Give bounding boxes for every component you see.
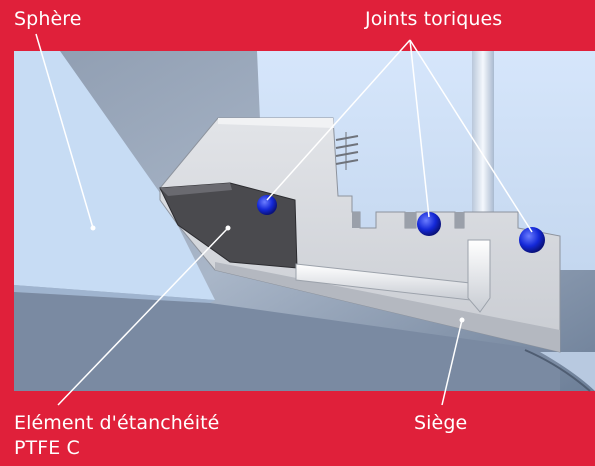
label-joints-toriques: Joints toriques (365, 8, 503, 30)
label-element-etancheite: Elément d'étanchéité (14, 412, 220, 434)
sphere-body (14, 51, 215, 300)
leader-joint-2 (409, 39, 430, 218)
label-siege: Siège (414, 412, 468, 434)
leader-dots (90, 225, 465, 323)
leader-joint-3 (409, 39, 533, 233)
leader-lines (35, 33, 533, 406)
label-sphere: Sphère (14, 8, 82, 30)
channel-vertical (467, 239, 491, 313)
sphere-shadow (14, 285, 215, 303)
leader-sphere (35, 33, 94, 229)
o-ring-1 (257, 195, 277, 215)
lower-body (14, 292, 560, 391)
image-panel (14, 51, 595, 392)
sphere-edge-right (540, 352, 595, 391)
o-ring-2 (417, 212, 441, 236)
leader-element (57, 227, 229, 406)
spring (335, 132, 359, 170)
o-ring-3 (519, 227, 545, 253)
leader-siege (441, 319, 463, 406)
vertical-pipe (472, 51, 494, 241)
label-ptfe-c: PTFE C (14, 437, 80, 459)
leader-joint-1 (266, 39, 411, 201)
